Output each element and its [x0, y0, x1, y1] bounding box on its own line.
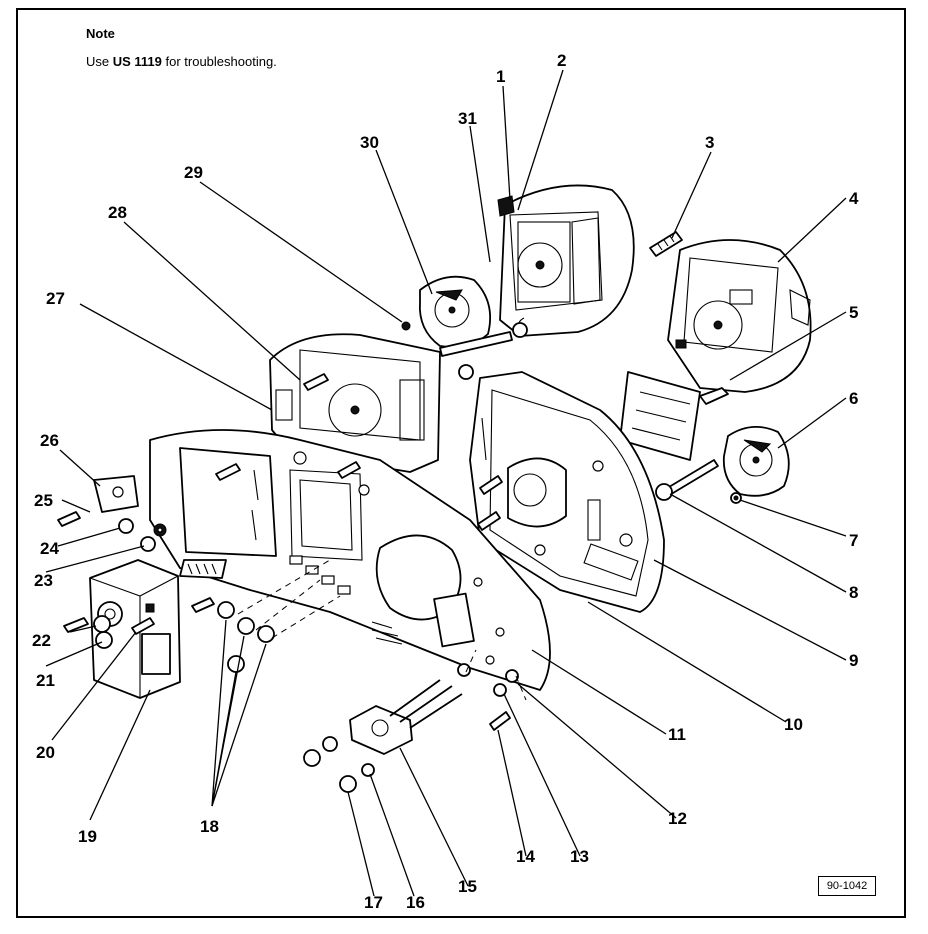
- callout-30: 30: [360, 133, 379, 152]
- callout-3: 3: [705, 133, 714, 152]
- note-body-suffix: for troubleshooting.: [161, 54, 277, 69]
- callout-21: 21: [36, 671, 55, 690]
- callout-9: 9: [849, 651, 858, 670]
- callout-28: 28: [108, 203, 127, 222]
- callout-14: 14: [516, 847, 535, 866]
- callout-10: 10: [784, 715, 803, 734]
- gauge-assembly-mid: [269, 333, 441, 473]
- callout-27: 27: [46, 289, 65, 308]
- callout-26: 26: [40, 431, 59, 450]
- callout-12: 12: [668, 809, 687, 828]
- small-gauge-right: [722, 426, 790, 497]
- right-circuit-panel: [469, 371, 665, 613]
- mounting-bracket: [93, 475, 139, 513]
- callout-16: 16: [406, 893, 425, 912]
- note-title: Note: [86, 26, 115, 41]
- callout-6: 6: [849, 389, 858, 408]
- callout-22: 22: [32, 631, 51, 650]
- callout-29: 29: [184, 163, 203, 182]
- callout-25: 25: [34, 491, 53, 510]
- main-circuit-panel: [149, 429, 551, 691]
- callout-24: 24: [40, 539, 59, 558]
- gauge-housing-rear: [497, 184, 635, 338]
- bulb-holder: [349, 679, 463, 755]
- callout-11: 11: [668, 725, 686, 744]
- callout-23: 23: [34, 571, 53, 590]
- note-body-ref: US 1119: [112, 54, 162, 69]
- callout-18: 18: [200, 817, 219, 836]
- callout-1: 1: [496, 67, 505, 86]
- leader-lines: [45, 69, 847, 897]
- callout-2: 2: [557, 51, 566, 70]
- callout-7: 7: [849, 531, 858, 550]
- callout-19: 19: [78, 827, 97, 846]
- callout-17: 17: [364, 893, 383, 912]
- callout-8: 8: [849, 583, 858, 602]
- note-body-prefix: Use: [86, 54, 113, 69]
- gauge-housing-right: [667, 239, 812, 393]
- figure-number: 90-1042: [818, 876, 876, 896]
- circuit-board: [619, 371, 729, 461]
- fasteners: [57, 321, 742, 793]
- callout-15: 15: [458, 877, 477, 896]
- callout-labels: 1 2 3 4 5 6 7 8 9 10 11 12 13 14 15 16 1…: [32, 51, 859, 912]
- note-body: Use US 1119 for troubleshooting.: [86, 54, 277, 69]
- callout-31: 31: [458, 109, 477, 128]
- threaded-stud: [649, 231, 683, 257]
- small-gauge-top: [418, 275, 492, 348]
- callout-13: 13: [570, 847, 589, 866]
- callout-4: 4: [849, 189, 859, 208]
- callout-5: 5: [849, 303, 858, 322]
- callout-20: 20: [36, 743, 55, 762]
